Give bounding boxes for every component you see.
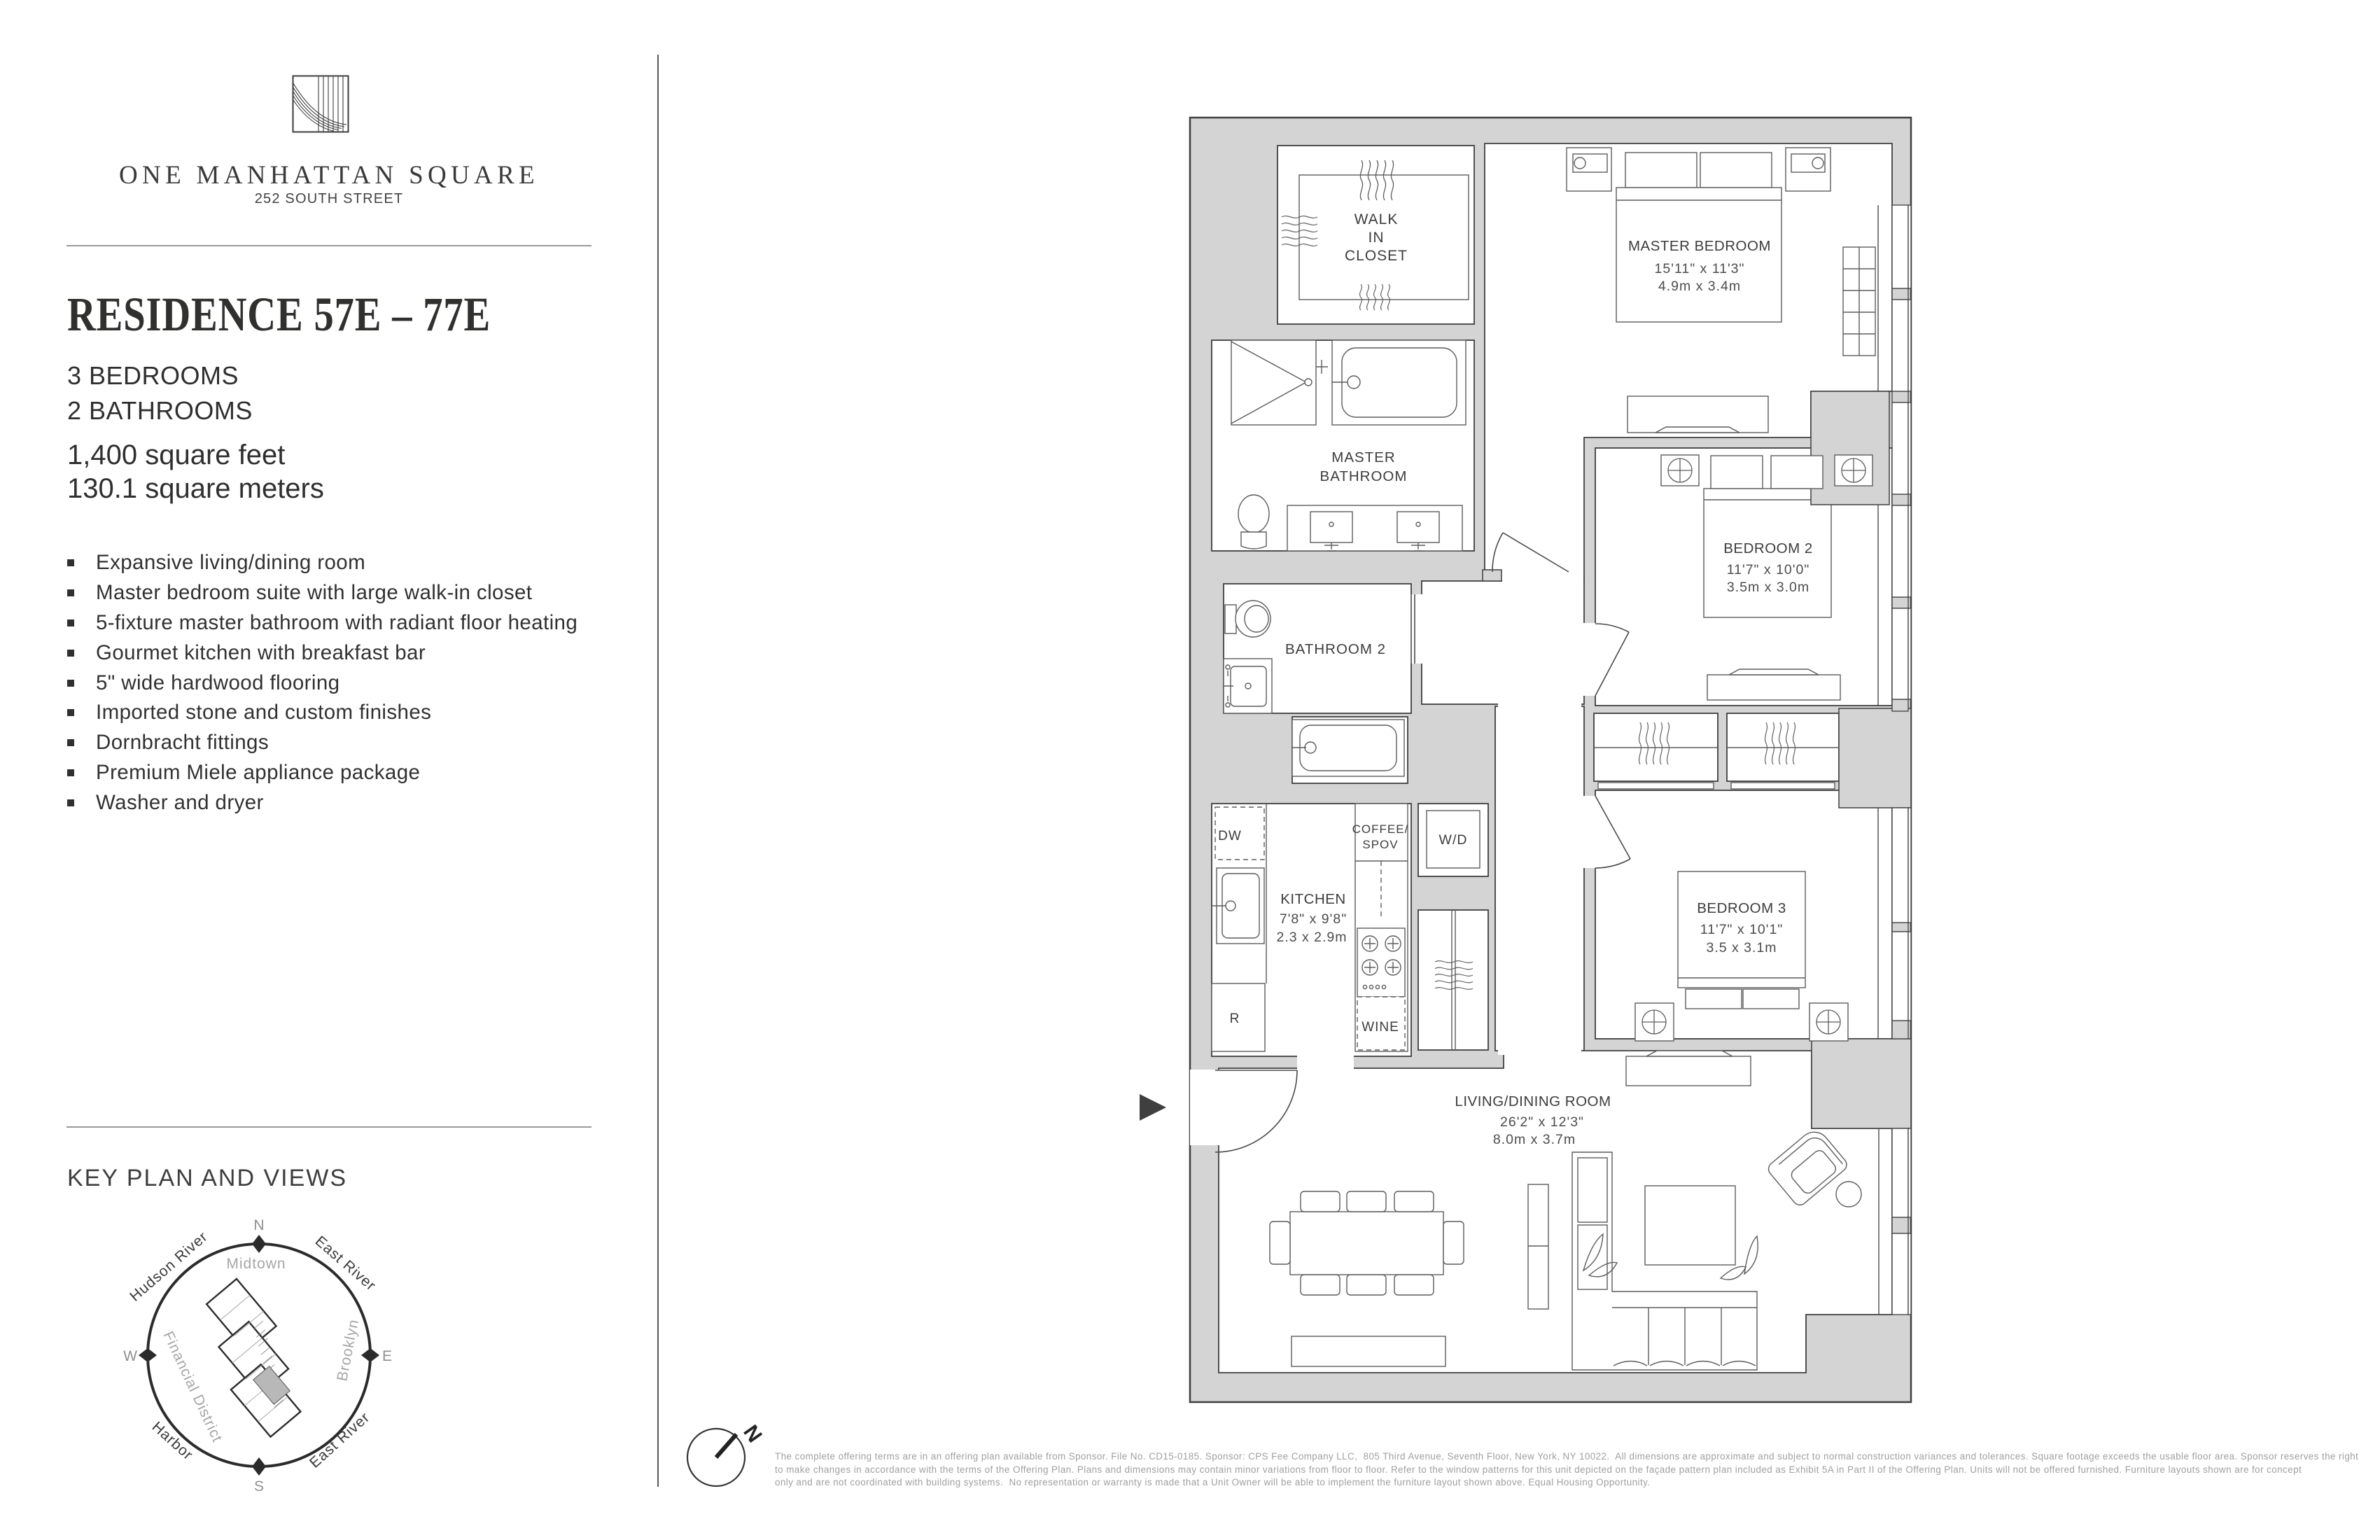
svg-text:W/D: W/D xyxy=(1439,832,1468,848)
svg-text:3.5m x 3.0m: 3.5m x 3.0m xyxy=(1727,580,1809,595)
svg-text:15'11" x 11'3": 15'11" x 11'3" xyxy=(1655,261,1745,276)
svg-text:COFFEE/: COFFEE/ xyxy=(1352,822,1409,836)
svg-text:WINE: WINE xyxy=(1362,1020,1399,1035)
svg-text:BEDROOM 2: BEDROOM 2 xyxy=(1723,540,1813,556)
svg-text:BATHROOM 2: BATHROOM 2 xyxy=(1285,641,1386,657)
svg-text:MASTER: MASTER xyxy=(1331,449,1395,465)
svg-text:BATHROOM: BATHROOM xyxy=(1320,468,1408,484)
svg-text:2.3 x 2.9m: 2.3 x 2.9m xyxy=(1276,930,1347,945)
svg-text:LIVING/DINING ROOM: LIVING/DINING ROOM xyxy=(1455,1093,1611,1110)
svg-text:MASTER BEDROOM: MASTER BEDROOM xyxy=(1628,238,1771,254)
svg-text:DW: DW xyxy=(1218,829,1242,844)
svg-text:W: W xyxy=(123,1348,137,1364)
svg-text:11'7" x 10'0": 11'7" x 10'0" xyxy=(1727,562,1810,578)
svg-text:4.9m x 3.4m: 4.9m x 3.4m xyxy=(1658,279,1741,294)
svg-text:8.0m x 3.7m: 8.0m x 3.7m xyxy=(1493,1132,1576,1147)
svg-text:N: N xyxy=(253,1217,264,1233)
svg-text:R: R xyxy=(1230,1011,1240,1026)
svg-text:SPOV: SPOV xyxy=(1362,838,1398,851)
svg-text:S: S xyxy=(254,1478,264,1494)
svg-text:26'2" x 12'3": 26'2" x 12'3" xyxy=(1500,1114,1584,1130)
svg-text:E: E xyxy=(382,1348,392,1364)
svg-text:7'8" x 9'8": 7'8" x 9'8" xyxy=(1280,911,1347,927)
svg-text:WALK: WALK xyxy=(1354,211,1399,227)
svg-text:BEDROOM 3: BEDROOM 3 xyxy=(1697,900,1786,916)
svg-text:KITCHEN: KITCHEN xyxy=(1280,891,1345,907)
svg-text:11'7" x 10'1": 11'7" x 10'1" xyxy=(1700,922,1784,937)
svg-text:3.5 x 3.1m: 3.5 x 3.1m xyxy=(1706,940,1777,955)
svg-text:N: N xyxy=(738,1421,766,1447)
svg-text:Midtown: Midtown xyxy=(226,1256,286,1272)
svg-text:IN: IN xyxy=(1368,230,1385,246)
svg-text:CLOSET: CLOSET xyxy=(1345,248,1408,264)
